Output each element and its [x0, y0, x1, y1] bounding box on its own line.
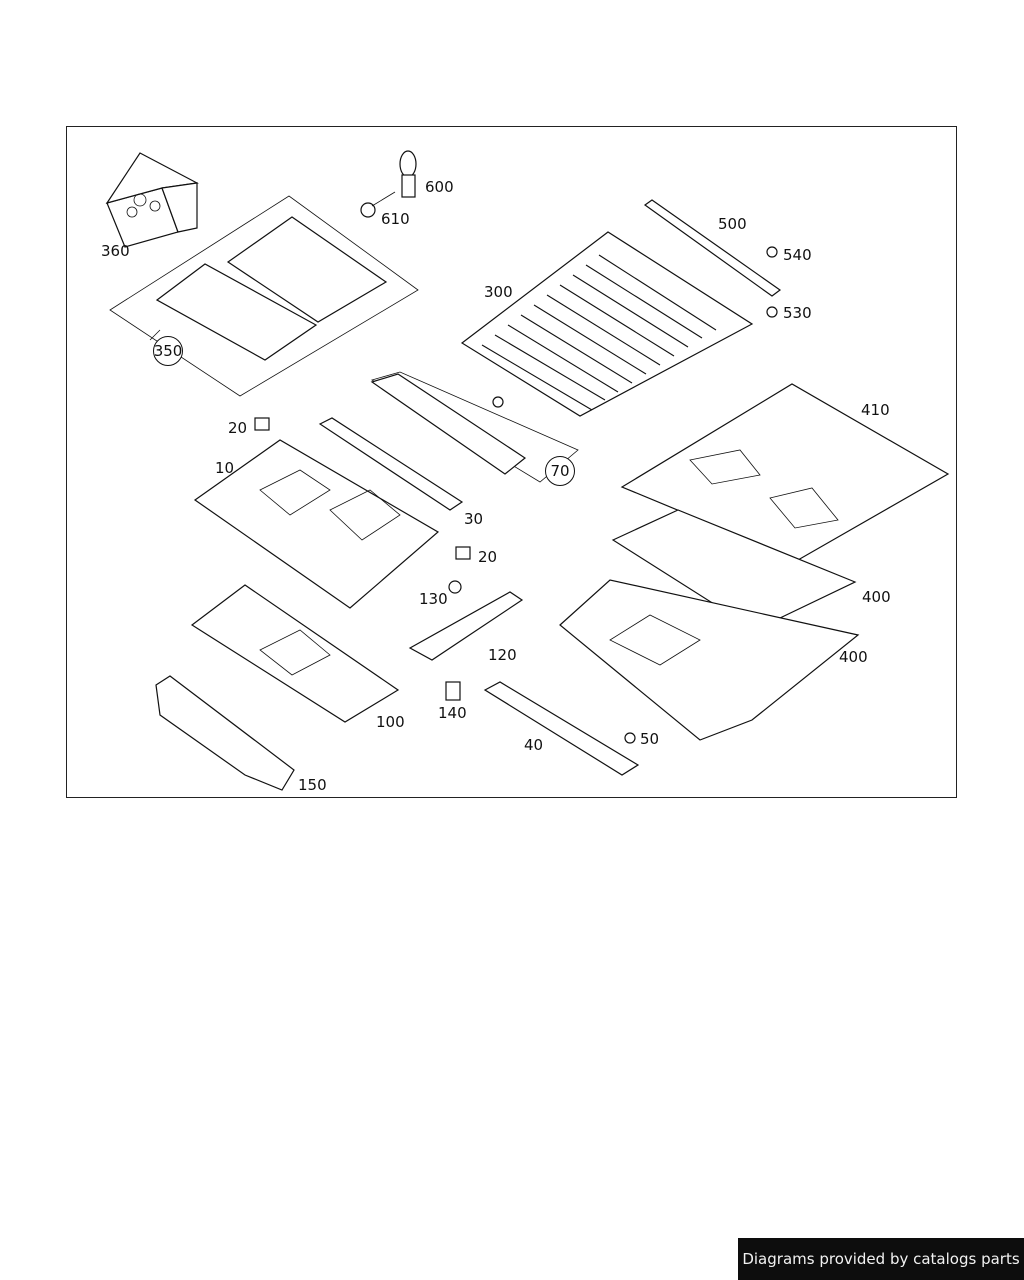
callout-530: 530 — [783, 304, 812, 322]
callout-100: 100 — [376, 713, 405, 731]
callout-130: 130 — [419, 590, 448, 608]
part-400-floor-upper[interactable] — [611, 509, 857, 631]
part-300-cargo-floor[interactable] — [460, 231, 754, 417]
callout-20-lower: 20 — [478, 548, 498, 566]
callout-50: 50 — [640, 730, 660, 748]
part-140-clip[interactable] — [445, 681, 461, 701]
callout-400-lower: 400 — [839, 648, 868, 666]
part-120-step-tread[interactable] — [408, 591, 524, 661]
callout-540: 540 — [783, 246, 812, 264]
part-600-tie-down-ring[interactable] — [399, 150, 417, 198]
part-530-screw[interactable] — [766, 306, 778, 318]
part-150-side-trim[interactable] — [155, 675, 295, 791]
callout-500: 500 — [718, 215, 747, 233]
callout-410: 410 — [861, 401, 890, 419]
part-360-kit-box[interactable] — [105, 152, 199, 248]
part-50-screw[interactable] — [624, 732, 636, 744]
callout-360: 360 — [101, 242, 130, 260]
part-350-floor-mats[interactable] — [109, 195, 419, 397]
part-400-floor-lower[interactable] — [559, 579, 860, 741]
part-20-clip-upper[interactable] — [254, 417, 270, 431]
part-70-screw[interactable] — [492, 396, 504, 408]
callout-30: 30 — [464, 510, 484, 528]
callout-40: 40 — [524, 736, 544, 754]
callout-600: 600 — [425, 178, 454, 196]
footer-credit: Diagrams provided by catalogs parts — [738, 1238, 1024, 1280]
part-540-screw[interactable] — [766, 246, 778, 258]
part-30-step-plate[interactable] — [318, 417, 464, 511]
callout-300: 300 — [484, 283, 513, 301]
callout-140: 140 — [438, 704, 467, 722]
part-100-floor-tray[interactable] — [190, 584, 400, 723]
part-130-screw[interactable] — [448, 580, 462, 594]
part-610-bolt[interactable] — [360, 191, 396, 218]
part-40-rubber-mat[interactable] — [483, 681, 640, 776]
part-500-rail[interactable] — [643, 199, 782, 297]
callout-610: 610 — [381, 210, 410, 228]
callout-150: 150 — [298, 776, 327, 794]
part-70-trim[interactable] — [370, 371, 579, 483]
callout-20-upper: 20 — [228, 419, 248, 437]
callout-400-upper: 400 — [862, 588, 891, 606]
part-20-clip-lower[interactable] — [455, 546, 471, 560]
callout-70: 70 — [545, 456, 575, 486]
part-10-floor-mat[interactable] — [193, 439, 440, 609]
callout-10: 10 — [215, 459, 235, 477]
diagram-frame — [66, 126, 957, 798]
callout-120: 120 — [488, 646, 517, 664]
callout-350: 350 — [153, 336, 183, 366]
